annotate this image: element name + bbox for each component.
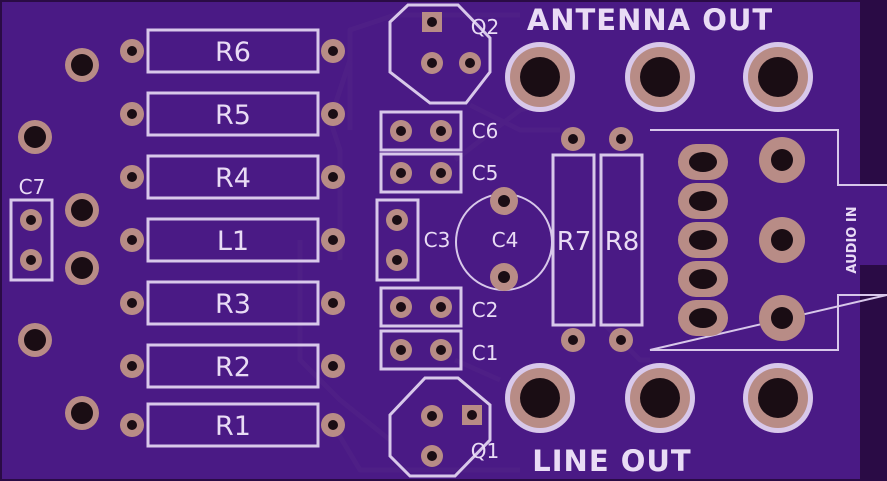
- antenna-out-jacks: [505, 42, 813, 112]
- r4-label: R4: [215, 163, 251, 194]
- r3-label: R3: [215, 289, 251, 320]
- c7-label: C7: [19, 175, 46, 199]
- line-out-label: LINE OUT: [532, 444, 691, 478]
- capacitor-c1: C1: [379, 329, 499, 371]
- q1-label: Q1: [471, 439, 499, 463]
- r6-label: R6: [215, 37, 251, 68]
- left-holes: [18, 48, 99, 430]
- c3-label: C3: [424, 228, 451, 252]
- capacitor-c7: C7: [9, 175, 54, 282]
- line-out-jacks: [505, 363, 813, 433]
- audio-in-connector: [649, 129, 887, 351]
- capacitor-c2: C2: [379, 286, 499, 328]
- antenna-out-label: ANTENNA OUT: [527, 3, 773, 37]
- capacitor-c5: C5: [379, 152, 499, 194]
- c4-label: C4: [492, 228, 519, 252]
- audio-in-label: AUDIO IN: [845, 206, 860, 273]
- capacitor-c4: C4: [455, 187, 553, 291]
- capacitor-c6: C6: [379, 110, 499, 152]
- resistor-r4: R4: [120, 154, 345, 200]
- resistor-r6: R6: [120, 28, 345, 74]
- r2-label: R2: [215, 352, 251, 383]
- resistor-r3: R3: [120, 280, 345, 326]
- transistor-q1: Q1: [388, 376, 499, 478]
- resistor-r8: R8: [599, 127, 644, 352]
- r1-label: R1: [215, 411, 251, 442]
- transistor-q2: Q2: [388, 3, 499, 105]
- board-notch: [860, 185, 887, 265]
- q2-label: Q2: [471, 15, 499, 39]
- c6-label: C6: [472, 119, 499, 143]
- resistor-r2: R2: [120, 343, 345, 389]
- resistor-r5: R5: [120, 91, 345, 137]
- r5-label: R5: [215, 100, 251, 131]
- inductor-l1: L1: [120, 217, 345, 263]
- r8-label: R8: [605, 227, 640, 257]
- c2-label: C2: [472, 298, 499, 322]
- capacitor-c3: C3: [375, 198, 451, 282]
- l1-label: L1: [217, 226, 249, 257]
- resistor-r7: R7: [551, 127, 596, 352]
- resistor-r1: R1: [120, 402, 345, 448]
- r7-label: R7: [557, 227, 592, 257]
- c5-label: C5: [472, 161, 499, 185]
- c1-label: C1: [472, 341, 499, 365]
